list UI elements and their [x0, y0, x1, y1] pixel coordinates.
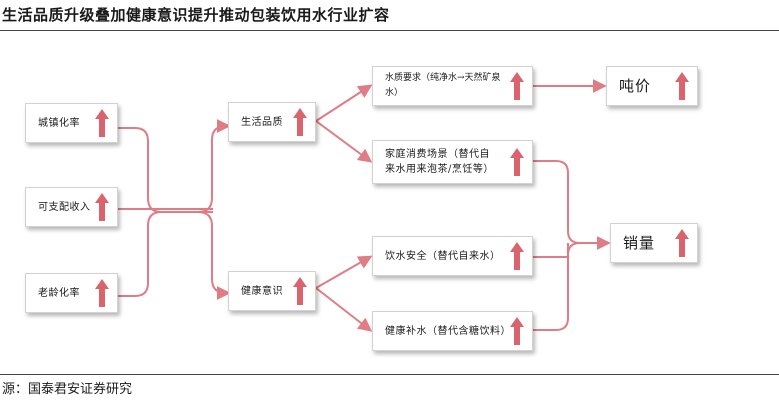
node-urbanization: 城镇化率 — [25, 103, 118, 143]
up-arrow-icon — [675, 229, 689, 257]
connector-to-water-quality — [315, 84, 373, 122]
node-household-scene: 家庭消费场景（替代自 来水用来泡茶/烹饪等） — [372, 140, 533, 184]
up-arrow-icon — [95, 193, 109, 221]
up-arrow-icon — [293, 277, 307, 305]
up-arrow-icon — [95, 279, 109, 307]
node-label: 家庭消费场景（替代自 来水用来泡茶/烹饪等） — [385, 147, 510, 177]
up-arrow-icon — [510, 242, 524, 270]
title-divider — [0, 30, 779, 31]
up-arrow-icon — [95, 109, 109, 137]
node-label: 销量 — [623, 233, 656, 252]
connector-hydration-to-sales — [533, 242, 581, 331]
node-price-per-ton: 吨价 — [606, 66, 698, 106]
node-aging: 老龄化率 — [25, 273, 118, 313]
up-arrow-icon — [510, 317, 524, 345]
node-label: 饮水安全（替代自来水） — [385, 250, 501, 262]
node-label: 健康补水（替代含糖饮料） — [385, 325, 511, 337]
node-label: 城镇化率 — [38, 117, 80, 129]
node-label-line-1: 家庭消费场景（替代自 — [385, 149, 490, 160]
connector-urbanization — [118, 127, 213, 213]
connector-to-health — [197, 211, 231, 300]
node-water-quality: 水质要求（纯净水→天然矿泉水） — [372, 66, 533, 106]
node-label: 生活品质 — [241, 116, 283, 128]
node-hydration: 健康补水（替代含糖饮料） — [372, 311, 533, 351]
node-label: 健康意识 — [241, 285, 283, 297]
connector-to-life-quality — [197, 119, 231, 213]
connector-safety-to-sales — [533, 243, 569, 258]
page-title: 生活品质升级叠加健康意识提升推动包装饮用水行业扩容 — [2, 6, 390, 24]
node-label: 吨价 — [619, 76, 652, 95]
node-disposable-income: 可支配收入 — [25, 187, 118, 227]
connector-household-to-sales — [533, 160, 611, 250]
up-arrow-icon — [293, 108, 307, 136]
connector-to-hydration — [315, 287, 373, 332]
connector-to-household — [315, 120, 373, 163]
node-life-quality: 生活品质 — [228, 102, 316, 142]
up-arrow-icon — [510, 148, 524, 176]
connector-aging — [118, 211, 162, 297]
up-arrow-icon — [675, 72, 689, 100]
node-sales-volume: 销量 — [610, 223, 698, 263]
node-health-awareness: 健康意识 — [228, 271, 316, 311]
up-arrow-icon — [510, 72, 524, 100]
node-label-line-2: 来水用来泡茶/烹饪等） — [385, 164, 494, 175]
node-label: 可支配收入 — [38, 201, 91, 213]
node-label: 水质要求（纯净水→天然矿泉水） — [385, 73, 501, 98]
source-note: 源：国泰君安证券研究 — [2, 382, 133, 397]
node-label: 老龄化率 — [38, 287, 80, 299]
node-drinking-safety: 饮水安全（替代自来水） — [372, 236, 533, 276]
source-divider — [0, 374, 779, 375]
connector-to-drinking-safety — [315, 255, 373, 289]
